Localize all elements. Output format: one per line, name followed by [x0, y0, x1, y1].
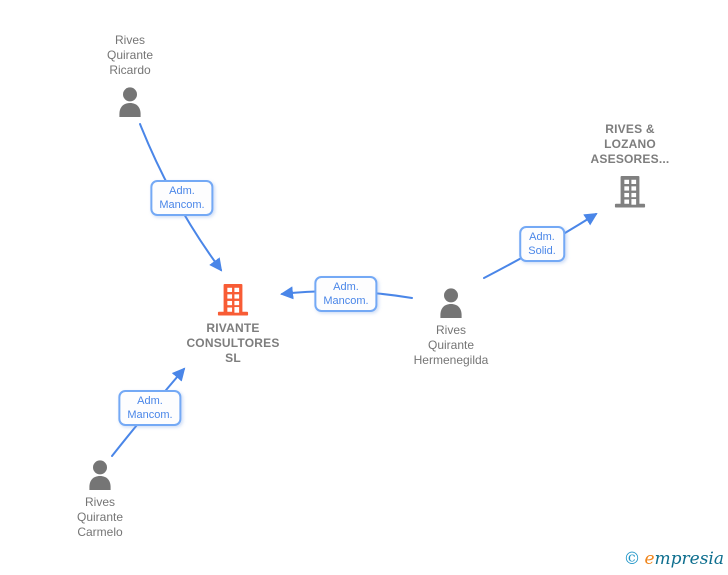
- logo-text-initial: e: [644, 549, 655, 569]
- node-label: Rives Quirante Carmelo: [76, 495, 124, 539]
- person-icon: [440, 288, 462, 318]
- node-rives-quirante-carmelo[interactable]: Rives Quirante Carmelo: [35, 460, 165, 540]
- node-rives-quirante-hermenegilda[interactable]: Rives Quirante Hermenegilda: [386, 288, 516, 368]
- building-icon: [217, 284, 249, 316]
- node-label: RIVES & LOZANO ASESORES...: [590, 122, 670, 166]
- building-icon: [614, 176, 646, 208]
- node-label: RIVANTE CONSULTORES SL: [186, 321, 280, 365]
- edge-label-adm-mancom-hermenegilda: Adm. Mancom.: [314, 276, 378, 312]
- edge-label-adm-solid: Adm. Solid.: [519, 226, 565, 262]
- node-label: Rives Quirante Hermenegilda: [413, 323, 489, 367]
- node-label: Rives Quirante Ricardo: [106, 33, 154, 77]
- edge-label-adm-mancom-carmelo: Adm. Mancom.: [118, 390, 182, 426]
- node-rives-quirante-ricardo[interactable]: Rives Quirante Ricardo: [65, 33, 195, 117]
- empresia-logo[interactable]: ©empresia: [623, 549, 724, 569]
- edge-label-adm-mancom-ricardo: Adm. Mancom.: [150, 180, 214, 216]
- person-icon: [89, 460, 111, 490]
- logo-text: mpresia: [654, 549, 725, 569]
- person-icon: [119, 87, 141, 117]
- copyright-icon: ©: [623, 549, 641, 569]
- node-rivante-consultores-sl[interactable]: RIVANTE CONSULTORES SL: [168, 284, 298, 366]
- node-rives-lozano-asesores[interactable]: RIVES & LOZANO ASESORES...: [565, 122, 695, 208]
